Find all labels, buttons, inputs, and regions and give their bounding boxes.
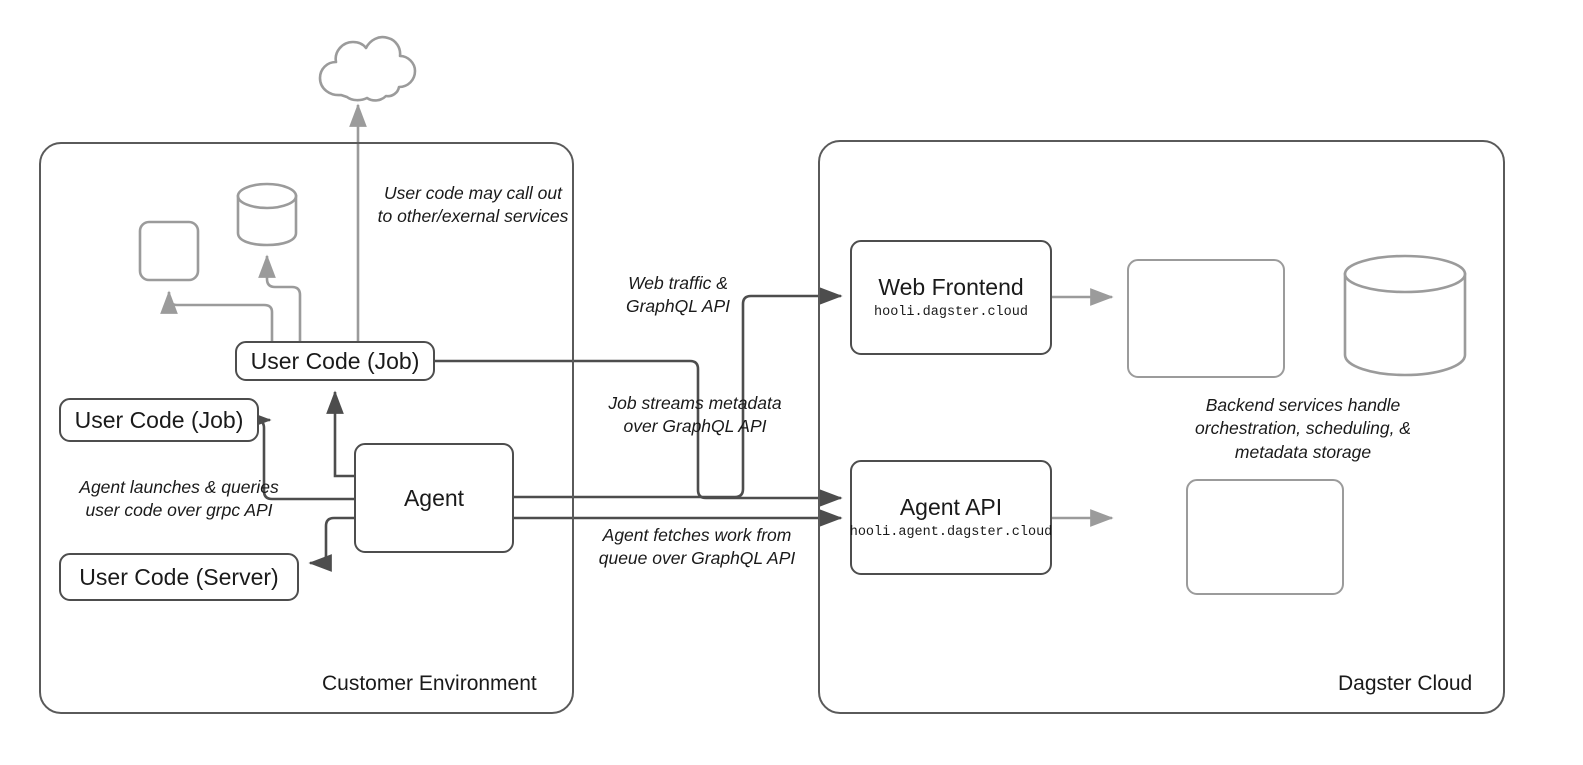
customer-environment-container <box>39 142 574 714</box>
node-web-frontend-subtitle: hooli.dagster.cloud <box>874 304 1028 320</box>
dagster-cloud-container <box>818 140 1505 714</box>
node-agent[interactable]: Agent <box>354 443 514 553</box>
node-user-code-job-top-label: User Code (Job) <box>250 347 420 374</box>
node-user-code-server[interactable]: User Code (Server) <box>59 553 299 601</box>
annotation-agent-launches: Agent launches & queries user code over … <box>79 477 279 521</box>
node-agent-label: Agent <box>403 484 465 511</box>
node-backend-queue-box[interactable] <box>1186 479 1344 595</box>
node-agent-api-subtitle: hooli.agent.dagster.cloud <box>849 524 1053 540</box>
annotation-backend-services: Backend services handle orchestration, s… <box>1195 395 1411 462</box>
annotation-external-call: User code may call out to other/exernal … <box>377 183 569 227</box>
annotation-agent-fetches: Agent fetches work from queue over Graph… <box>598 525 796 569</box>
cloud-icon <box>318 35 417 102</box>
node-user-code-job-top[interactable]: User Code (Job) <box>235 341 435 381</box>
node-web-frontend[interactable]: Web Frontend hooli.dagster.cloud <box>850 240 1052 355</box>
node-web-frontend-label: Web Frontend <box>878 274 1024 301</box>
node-user-code-job-left[interactable]: User Code (Job) <box>59 398 259 442</box>
node-user-code-server-label: User Code (Server) <box>79 563 279 590</box>
node-backend-service-box[interactable] <box>1127 259 1285 378</box>
node-agent-api[interactable]: Agent API hooli.agent.dagster.cloud <box>850 460 1052 575</box>
dagster-cloud-label: Dagster Cloud <box>1338 672 1473 695</box>
customer-environment-label: Customer Environment <box>322 672 537 695</box>
annotation-job-streams: Job streams metadata over GraphQL API <box>608 393 782 437</box>
node-user-code-job-left-label: User Code (Job) <box>74 406 244 433</box>
node-agent-api-label: Agent API <box>899 494 1003 521</box>
annotation-web-traffic: Web traffic & GraphQL API <box>625 273 731 317</box>
